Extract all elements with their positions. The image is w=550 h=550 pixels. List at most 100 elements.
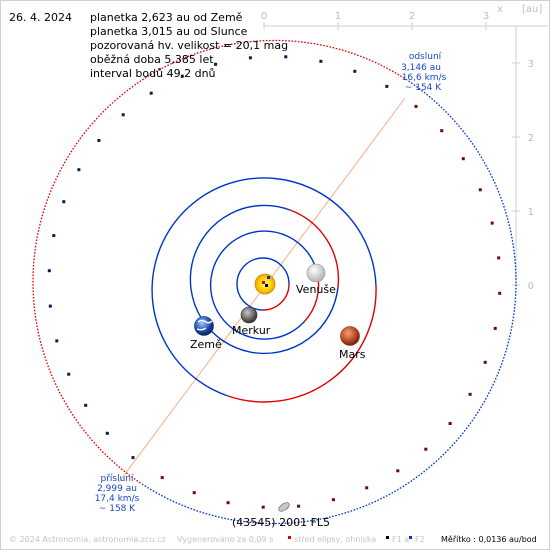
- asteroid-position-dot: [48, 304, 52, 308]
- y-tick-0: 0: [528, 281, 534, 292]
- x-tick-1: 1: [335, 11, 341, 22]
- mars-label: Mars: [339, 348, 366, 361]
- asteroid-position-dot: [497, 256, 501, 260]
- asteroid-position-dot: [97, 139, 101, 142]
- aphelion-line-3: 16,6 km/s: [402, 73, 447, 83]
- x-axis: [263, 22, 548, 30]
- info-line-2: planetka 3,015 au od Slunce: [90, 25, 248, 38]
- asteroid-position-dot: [478, 188, 482, 192]
- footer-legend-center: střed elipsy, ohniska: [294, 535, 376, 544]
- asteroid-position-dot: [440, 129, 444, 133]
- y-tick-1: 1: [528, 207, 534, 218]
- earth-orbit-above: [289, 209, 340, 288]
- info-line-1: planetka 2,623 au od Země: [90, 11, 243, 24]
- mercury-label: Merkur: [232, 324, 271, 337]
- asteroid-position-dot: [396, 469, 400, 473]
- asteroid-position-dot: [77, 168, 81, 172]
- info-line-5: interval bodů 49,2 dnů: [90, 67, 216, 80]
- earth-label: Země: [190, 338, 222, 351]
- asteroid-position-dot: [414, 104, 418, 108]
- asteroid-position-dot: [214, 62, 218, 66]
- perihelion-line-2: 2,999 au: [97, 484, 137, 494]
- asteroid-position-dot: [47, 269, 51, 273]
- asteroid-orbit-above: [32, 39, 408, 485]
- footer-generated: Vygenerováno za 0,09 s: [177, 535, 273, 544]
- asteroid-position-dot: [131, 456, 135, 460]
- asteroid-position-dots: [47, 55, 502, 509]
- mars-globe: [340, 326, 360, 346]
- sun: [254, 273, 276, 295]
- asteroid-marker: [278, 502, 290, 512]
- asteroid-position-dot: [385, 84, 389, 88]
- venus-orbit-below: [209, 230, 318, 340]
- asteroid-position-dot: [55, 339, 59, 343]
- asteroid-position-dot: [67, 372, 71, 376]
- y-tick-labels: 3 2 1 0: [528, 59, 534, 292]
- x-tick-3: 3: [483, 11, 489, 22]
- mars-orbit-below: [151, 177, 377, 397]
- ellipse-center-marker: [262, 281, 265, 284]
- asteroid-position-dot: [493, 326, 497, 330]
- asteroid-orbit: [32, 39, 517, 525]
- asteroid-position-dot: [483, 360, 487, 364]
- asteroid-orbit-below: [141, 79, 517, 525]
- info-line-4: oběžná doba 5,385 let: [90, 53, 214, 66]
- unit-label: [au]: [522, 4, 542, 15]
- perihelion-info: přísluní 2,999 au 17,4 km/s ~ 158 K: [95, 474, 140, 514]
- asteroid-position-dot: [319, 59, 323, 63]
- asteroid-icon: [278, 502, 290, 512]
- focus-f2-marker: [267, 276, 270, 279]
- asteroid-position-dot: [180, 74, 184, 78]
- asteroid-position-dot: [192, 491, 196, 495]
- asteroid-position-dot: [468, 392, 472, 396]
- asteroid-position-dot: [365, 486, 369, 490]
- aphelion-line-4: ~ 154 K: [405, 83, 442, 93]
- focus-f1-marker: [265, 284, 268, 287]
- venus-label: Venuše: [296, 283, 336, 296]
- venus-globe: [306, 263, 326, 283]
- x-axis-label: x: [497, 4, 503, 15]
- asteroid-position-dot: [105, 431, 109, 435]
- asteroid-position-dot: [149, 91, 153, 95]
- asteroid-position-dot: [52, 234, 56, 238]
- asteroid-position-dot: [448, 422, 452, 425]
- asteroid-position-dot: [226, 501, 230, 505]
- date-label: 26. 4. 2024: [9, 11, 72, 24]
- x-tick-0: 0: [261, 11, 267, 22]
- footer: © 2024 Astronomia, astronomia.zcu.cz Vyg…: [9, 535, 537, 544]
- aphelion-line-1: odsluní: [409, 52, 442, 62]
- asteroid-position-dot: [248, 56, 252, 60]
- asteroid-position-dot: [331, 498, 335, 502]
- mercury-globe: [240, 306, 258, 324]
- asteroid-position-dot: [490, 221, 494, 225]
- footer-legend-f2: F2: [415, 535, 425, 544]
- earth-globe: [194, 316, 214, 336]
- x-tick-labels: 0 1 2 3 x: [261, 4, 503, 22]
- perihelion-line-1: přísluní: [100, 474, 134, 484]
- asteroid-position-dot: [461, 157, 465, 161]
- aphelion-info: odsluní 3,146 au 16,6 km/s ~ 154 K: [401, 52, 447, 93]
- y-axis: [512, 26, 520, 286]
- asteroid-position-dot: [424, 447, 428, 451]
- asteroid-position-dot: [62, 200, 66, 204]
- perihelion-line-4: ~ 158 K: [99, 504, 136, 514]
- mars-orbit-above: [227, 285, 377, 403]
- perihelion-line-3: 17,4 km/s: [95, 494, 140, 504]
- mercury-orbit-below: [236, 257, 290, 311]
- legend-f2-swatch: [409, 536, 412, 539]
- asteroid-name: (43545) 2001 FL5: [232, 516, 330, 529]
- info-block: planetka 2,623 au od Země planetka 3,015…: [90, 11, 288, 80]
- legend-center-swatch: [288, 536, 291, 539]
- y-tick-2: 2: [528, 133, 534, 144]
- x-tick-2: 2: [409, 11, 415, 22]
- asteroid-position-dot: [353, 69, 357, 73]
- asteroid-position-dot: [84, 403, 88, 407]
- asteroid-position-dot: [261, 505, 265, 509]
- mercury-orbit-above: [262, 283, 290, 311]
- asteroid-position-dot: [160, 476, 164, 480]
- asteroid-position-dot: [121, 113, 125, 117]
- footer-copyright: © 2024 Astronomia, astronomia.zcu.cz: [9, 535, 166, 544]
- asteroid-position-dot: [284, 55, 288, 59]
